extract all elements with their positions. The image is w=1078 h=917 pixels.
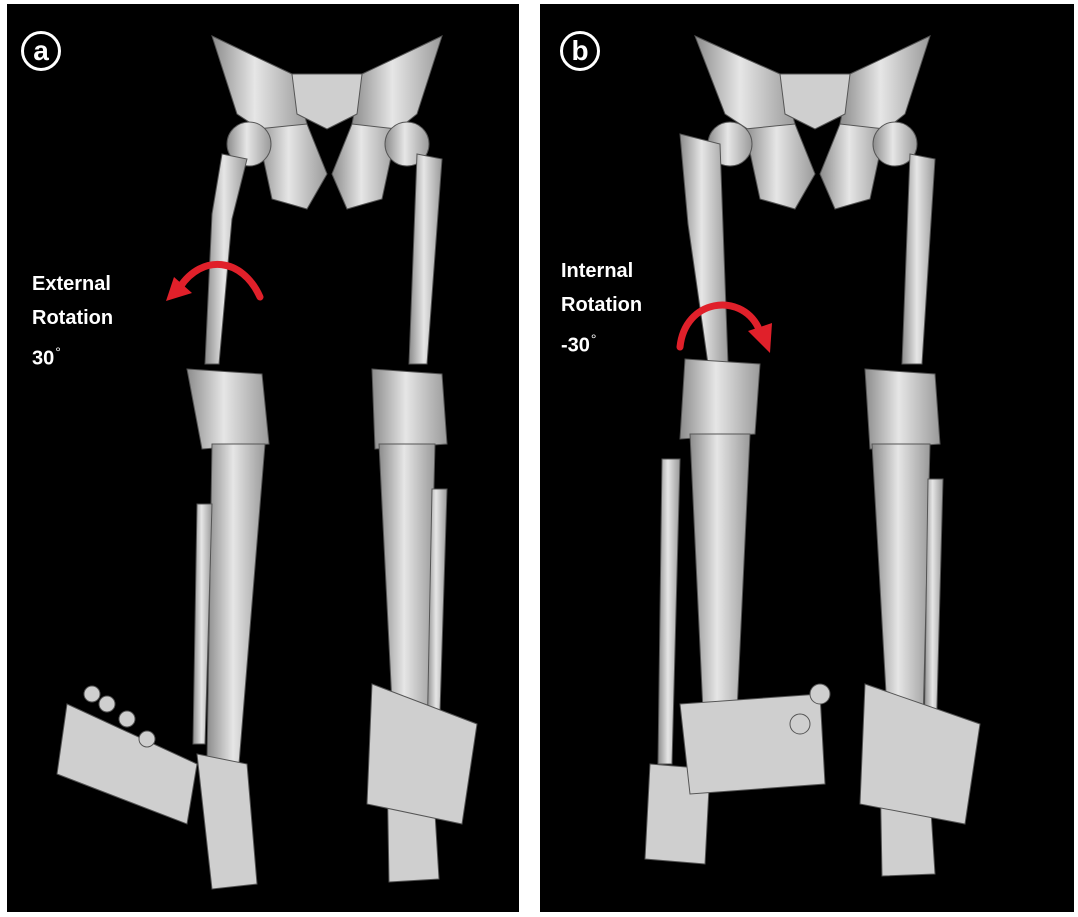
femur-right (372, 154, 447, 449)
femur-right (865, 154, 940, 449)
degree-symbol-b: ° (591, 331, 597, 347)
rotation-word-a: Rotation (32, 301, 113, 335)
internal-rotation-arrow-icon (670, 287, 780, 357)
degree-symbol-a: ° (55, 344, 61, 360)
rotation-type-label-a: External (32, 267, 113, 301)
rotation-type-label-b: Internal (561, 254, 642, 288)
rotation-word-b: Rotation (561, 288, 642, 322)
skeleton-illustration-b (540, 4, 1074, 912)
pelvis (695, 36, 930, 209)
rotation-annotation-b: Internal Rotation -30° (561, 254, 642, 363)
pelvis (212, 36, 442, 209)
rotation-annotation-a: External Rotation 30° (32, 267, 113, 376)
panel-b-internal-rotation: b Internal Rotation -30° (540, 4, 1074, 912)
angle-value-b: -30 (561, 335, 590, 357)
panel-a-external-rotation: a External Rotation 30° (7, 4, 519, 912)
tibia-left (193, 444, 265, 764)
panel-label-b: b (560, 31, 600, 71)
foot-right (367, 684, 477, 882)
external-rotation-arrow-icon (162, 249, 272, 319)
skeleton-illustration-a (7, 4, 519, 912)
angle-value-a: 30 (32, 348, 54, 370)
foot-right (860, 684, 980, 876)
rotation-angle-b: -30° (561, 322, 642, 363)
rotation-angle-a: 30° (32, 335, 113, 376)
panel-label-a: a (21, 31, 61, 71)
